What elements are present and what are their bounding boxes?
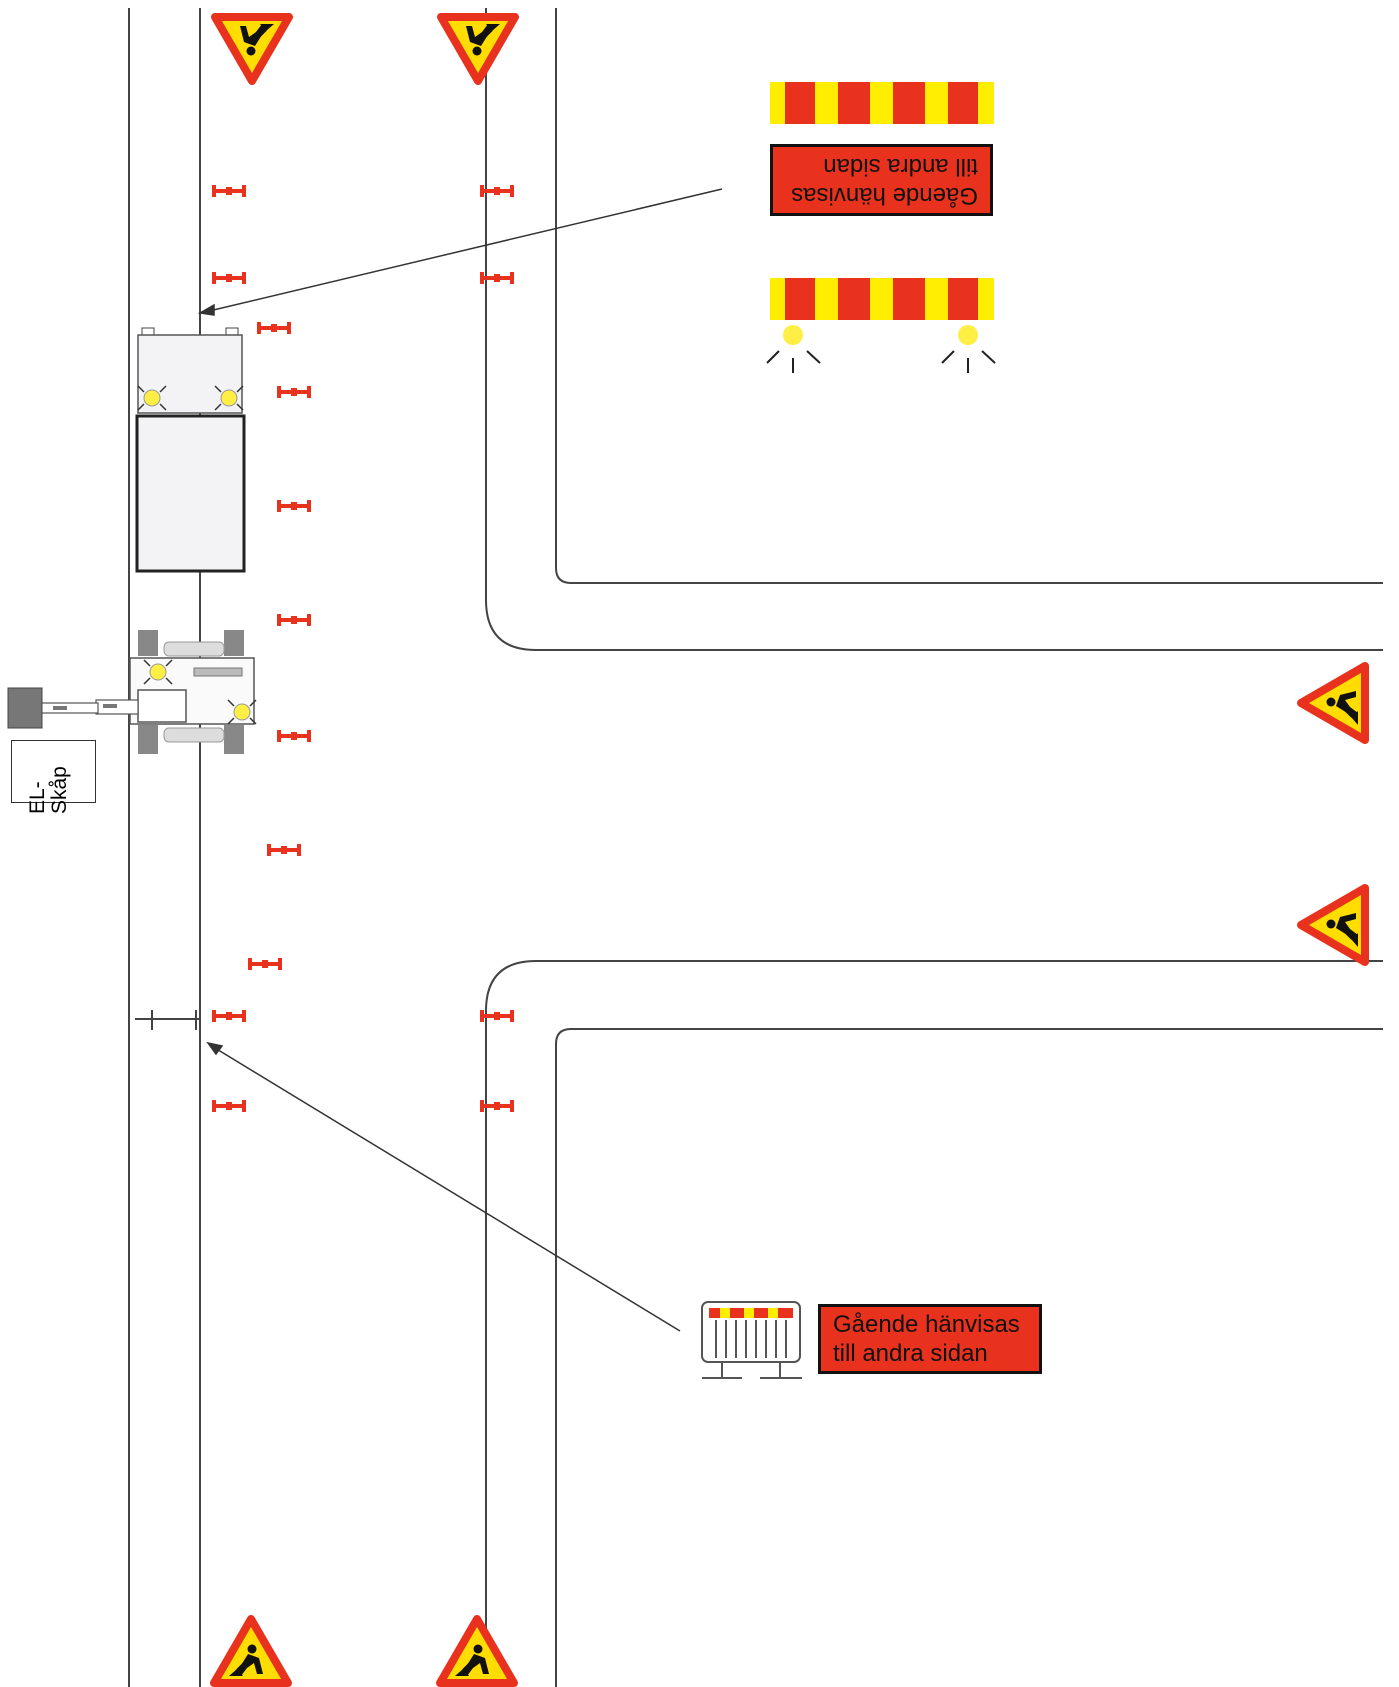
road-works-warning-icon bbox=[215, 17, 289, 81]
traffic-cone-marker-icon bbox=[248, 958, 282, 970]
traffic-cone-marker-icon bbox=[257, 322, 291, 334]
road-works-warning-icon bbox=[440, 1619, 514, 1683]
sign-pedestrians-redirected-upside-down: Gående hänvisas till andra sidan bbox=[770, 144, 993, 216]
traffic-cone-marker-icon bbox=[277, 730, 311, 742]
traffic-cone-marker-icon bbox=[212, 1010, 246, 1022]
striped-barrier-icon bbox=[770, 82, 994, 124]
work-truck bbox=[135, 327, 246, 573]
pedestrian-fence-icon bbox=[135, 1010, 200, 1030]
road-edges bbox=[128, 8, 1383, 1687]
el-cabinet-line2: Skåp bbox=[48, 766, 71, 814]
road-works-warning-icon bbox=[1301, 888, 1365, 962]
flashing-beacon-icon bbox=[941, 325, 996, 373]
flashing-beacon-icon bbox=[766, 325, 821, 373]
traffic-cone-marker-icon bbox=[212, 185, 246, 197]
legend-bottom-fence bbox=[701, 1301, 802, 1379]
sign-text-line2: till andra sidan bbox=[833, 1340, 988, 1367]
road-works-warning-icon bbox=[1301, 666, 1365, 740]
traffic-cone-marker-icon bbox=[212, 1100, 246, 1112]
warning-signs bbox=[214, 17, 1365, 1683]
electrical-cabinet-label: EL- Skåp bbox=[11, 740, 96, 814]
sign-text-line1: Gående hänvisas bbox=[833, 1311, 1020, 1338]
traffic-cone-marker-icon bbox=[267, 844, 301, 856]
legend-top bbox=[766, 82, 996, 373]
traffic-cones bbox=[212, 185, 514, 1112]
traffic-cone-marker-icon bbox=[277, 614, 311, 626]
road-works-warning-icon bbox=[441, 17, 515, 81]
sign-text: Gående hänvisas till andra sidan bbox=[791, 153, 978, 209]
pointer-arrows bbox=[197, 188, 723, 1332]
excavator bbox=[7, 630, 257, 754]
road-works-warning-icon bbox=[214, 1619, 288, 1683]
traffic-cone-marker-icon bbox=[277, 500, 311, 512]
traffic-cone-marker-icon bbox=[212, 272, 246, 284]
el-cabinet-line1: EL- bbox=[26, 781, 49, 814]
el-cabinet-text: EL- Skåp bbox=[26, 728, 71, 814]
striped-barrier-icon bbox=[770, 278, 994, 320]
traffic-cone-marker-icon bbox=[277, 386, 311, 398]
sign-pedestrians-redirected: Gående hänvisas till andra sidan bbox=[818, 1304, 1042, 1374]
